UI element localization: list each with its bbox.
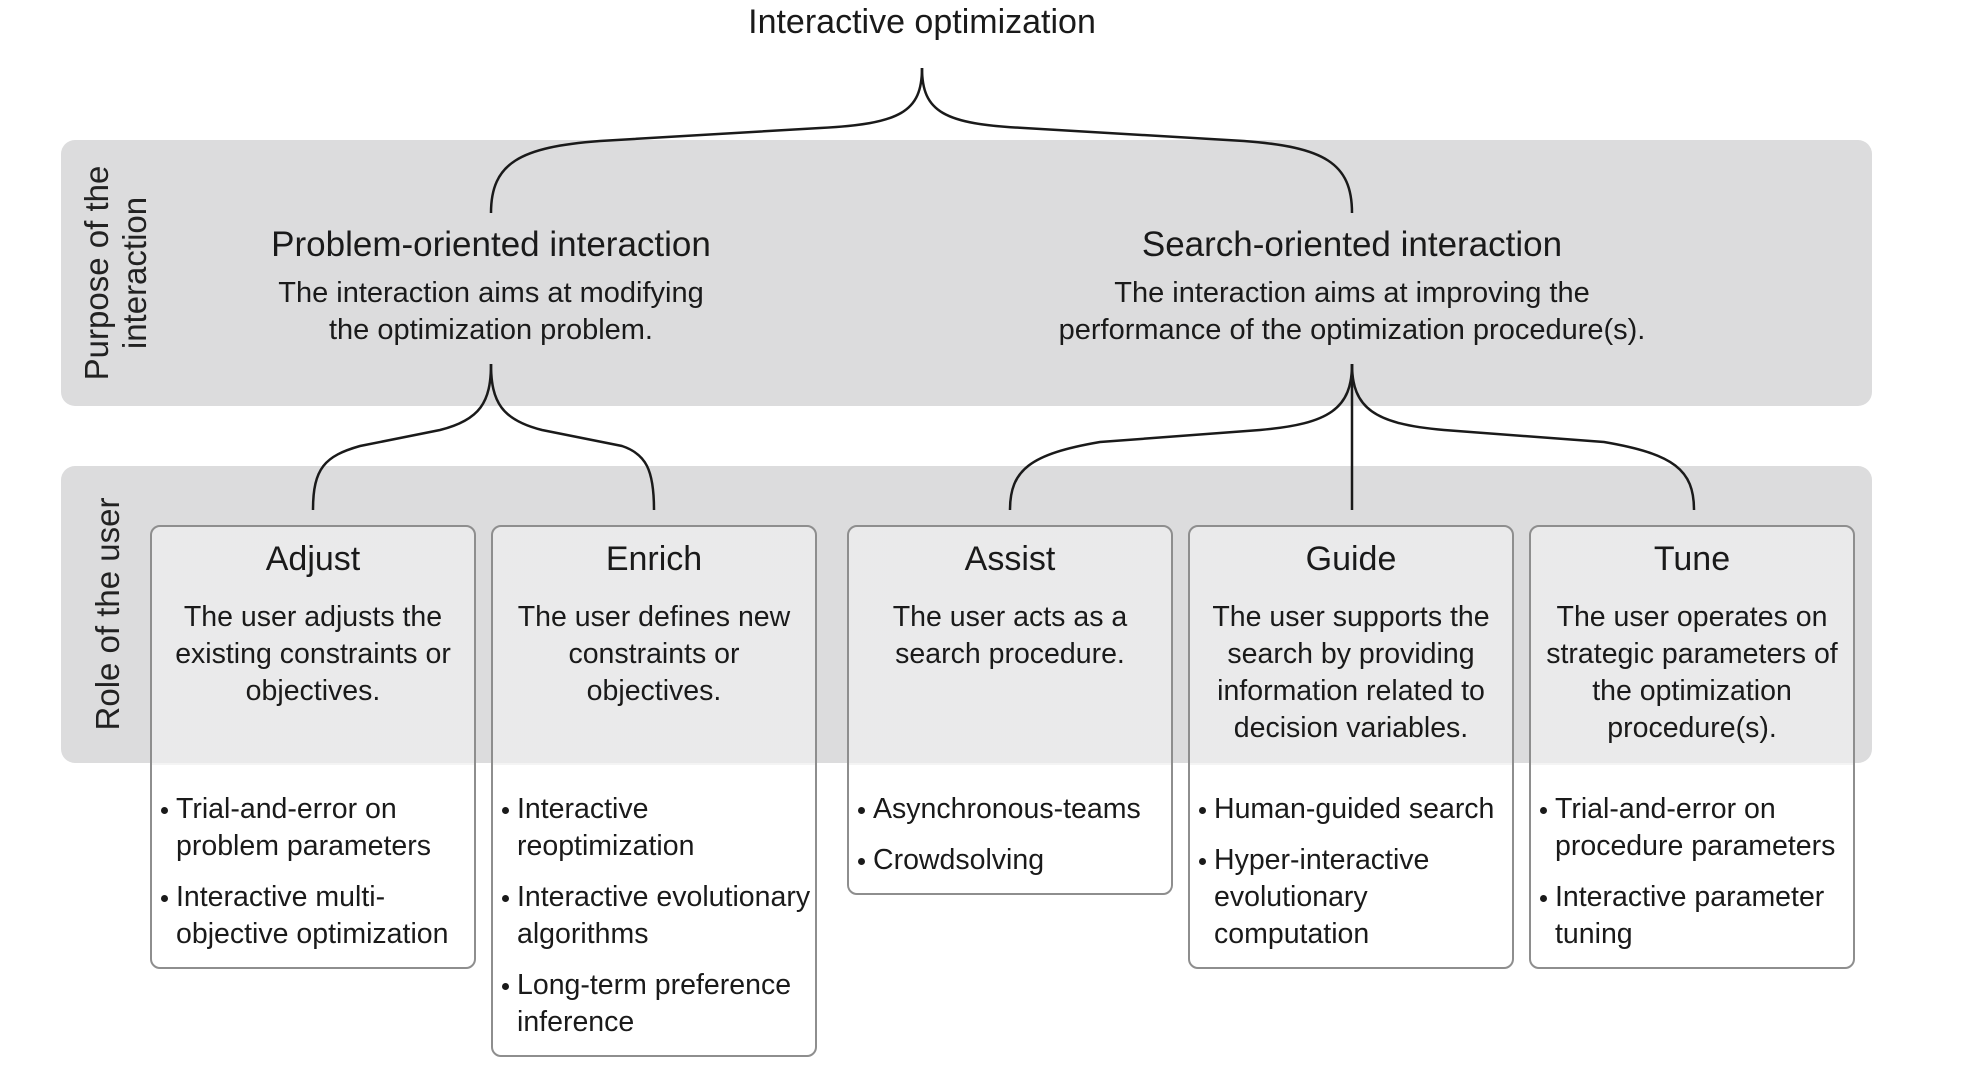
role-example-item: Interactive evolutionary algorithms: [502, 879, 810, 953]
role-example-item: Interactive reoptimization: [502, 791, 809, 865]
role-example-item: Asynchronous-teams: [858, 791, 1165, 828]
role-description: The user adjusts the existing constraint…: [175, 601, 451, 707]
role-example-list: Interactive reoptimization Interactive e…: [493, 791, 815, 1041]
role-description: The user acts as a search procedure.: [892, 601, 1128, 670]
purpose-band: [61, 140, 1872, 406]
root-to-search-connector: [920, 67, 1354, 214]
category-search-oriented: Search-oriented interaction The interact…: [1059, 224, 1646, 349]
role-example-list: Asynchronous-teams Crowdsolving: [849, 791, 1171, 879]
role-example-item: Trial-and-error on procedure parameters: [1540, 791, 1847, 865]
category-problem-oriented: Problem-oriented interaction The interac…: [271, 224, 711, 349]
role-title: Tune: [1653, 540, 1731, 578]
role-example-item: Long-term preference inference: [502, 967, 809, 1041]
root-title: Interactive optimization: [748, 3, 1096, 41]
role-example-item: Interactive multi- objective optimizatio…: [161, 879, 468, 953]
search-to-tune-connector: [1350, 363, 1696, 511]
role-example-item: Crowdsolving: [858, 842, 1165, 879]
role-card-tune: Tune The user operates on strategic para…: [1529, 525, 1855, 969]
role-example-item: Hyper-interactive evolutionary computati…: [1199, 842, 1506, 953]
role-description: The user defines new constraints or obje…: [517, 601, 791, 707]
role-title: Enrich: [605, 540, 703, 578]
role-card-guide: Guide The user supports the search by pr…: [1188, 525, 1514, 969]
role-description: The user supports the search by providin…: [1212, 601, 1490, 744]
problem-to-adjust-connector: [311, 363, 493, 511]
role-example-list: Trial-and-error on procedure parameters …: [1531, 791, 1853, 953]
category-description: The interaction aims at modifying the op…: [278, 277, 704, 346]
role-card-assist: Assist The user acts as a search procedu…: [847, 525, 1173, 895]
role-example-item: Human-guided search: [1199, 791, 1506, 828]
search-to-assist-connector: [1008, 363, 1354, 511]
problem-to-enrich-connector: [489, 363, 656, 511]
role-example-item: Interactive parameter tuning: [1540, 879, 1847, 953]
category-title: Search-oriented interaction: [1141, 225, 1563, 264]
role-example-list: Trial-and-error on problem parameters In…: [152, 791, 474, 953]
role-example-item: Trial-and-error on problem parameters: [161, 791, 468, 865]
category-title: Problem-oriented interaction: [271, 225, 711, 264]
role-title: Assist: [964, 540, 1056, 578]
role-example-list: Human-guided search Hyper-interactive ev…: [1190, 791, 1512, 953]
role-title: Adjust: [265, 540, 361, 578]
role-description: The user operates on strategic parameter…: [1546, 601, 1838, 744]
root-to-problem-connector: [489, 67, 924, 214]
role-title: Guide: [1305, 540, 1397, 578]
category-description: The interaction aims at improving the pe…: [1058, 277, 1646, 346]
role-card-adjust: Adjust The user adjusts the existing con…: [150, 525, 476, 969]
role-card-enrich: Enrich The user defines new constraints …: [491, 525, 817, 1057]
